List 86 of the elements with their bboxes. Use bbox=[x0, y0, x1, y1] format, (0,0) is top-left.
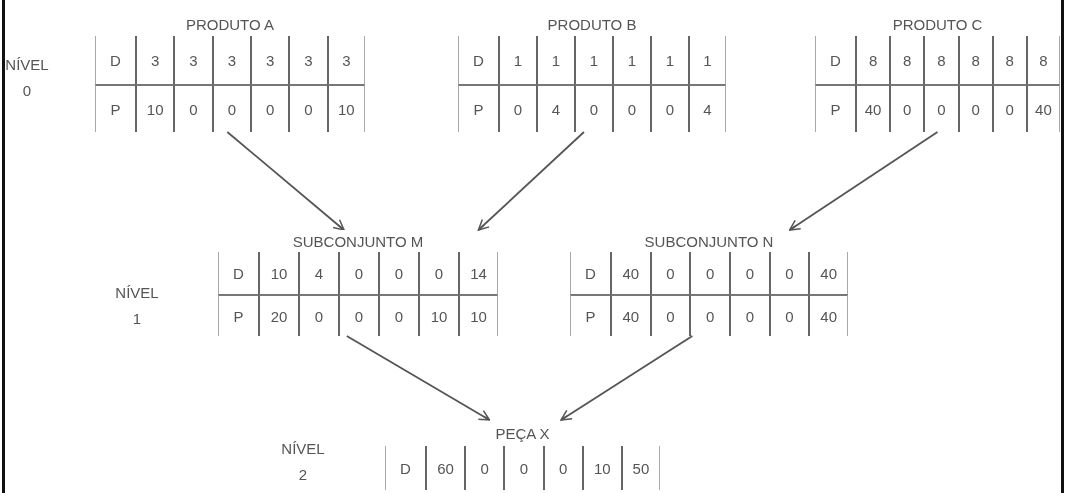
table-cell: 1 bbox=[650, 36, 688, 84]
table-cell: P bbox=[458, 84, 498, 132]
table-cell: 40 bbox=[610, 252, 650, 294]
table-cell: 40 bbox=[808, 252, 848, 294]
table-cell: 8 bbox=[957, 36, 992, 84]
table-cell: 40 bbox=[808, 294, 848, 336]
table-cell: 50 bbox=[620, 446, 660, 490]
table-cell: 10 bbox=[581, 446, 621, 490]
table-cell: 0 bbox=[288, 84, 327, 132]
table-cell: 8 bbox=[855, 36, 890, 84]
table-cell: 40 bbox=[1025, 84, 1060, 132]
table-cell: 1 bbox=[498, 36, 536, 84]
table-cell: 0 bbox=[768, 294, 809, 336]
table-cell: 1 bbox=[536, 36, 574, 84]
arrow bbox=[345, 335, 491, 421]
table-cell: 40 bbox=[855, 84, 890, 132]
table-cell: 60 bbox=[425, 446, 465, 490]
table-cell: 1 bbox=[612, 36, 650, 84]
table-cell: 3 bbox=[326, 36, 365, 84]
level-label: NÍVEL 2 bbox=[280, 439, 326, 485]
level-label: NÍVEL 0 bbox=[4, 55, 50, 101]
table-cell: 0 bbox=[250, 84, 289, 132]
table-cell: 3 bbox=[173, 36, 212, 84]
level-label: NÍVEL 1 bbox=[114, 283, 160, 329]
table-cell: 0 bbox=[464, 446, 504, 490]
table-cell: 0 bbox=[378, 252, 418, 294]
table-cell: 0 bbox=[574, 84, 612, 132]
table-cell: 4 bbox=[688, 84, 726, 132]
table-cell: 0 bbox=[338, 294, 378, 336]
table-cell: 0 bbox=[298, 294, 338, 336]
table-cell: 0 bbox=[503, 446, 543, 490]
table-cell: 0 bbox=[991, 84, 1026, 132]
table-cell: P bbox=[218, 294, 258, 336]
arrow bbox=[788, 131, 939, 231]
table-cell: 0 bbox=[338, 252, 378, 294]
table-cell: 0 bbox=[689, 294, 729, 336]
table-cell: 20 bbox=[258, 294, 298, 336]
table-cell: 8 bbox=[1025, 36, 1060, 84]
table-cell: 14 bbox=[458, 252, 498, 294]
table-cell: 0 bbox=[612, 84, 650, 132]
table-cell: 10 bbox=[258, 252, 298, 294]
table-cell: 0 bbox=[649, 252, 690, 294]
arrow bbox=[226, 131, 345, 231]
table-cell: 40 bbox=[610, 294, 650, 336]
table-cell: 3 bbox=[250, 36, 289, 84]
table-cell: 0 bbox=[889, 84, 924, 132]
table-cell: 0 bbox=[173, 84, 212, 132]
arrow bbox=[477, 131, 585, 231]
table-cell: D bbox=[95, 36, 135, 84]
table-cell: 0 bbox=[729, 294, 769, 336]
record-table bbox=[218, 230, 498, 336]
table-cell: 8 bbox=[923, 36, 958, 84]
table-cell: 8 bbox=[889, 36, 924, 84]
table-cell: P bbox=[815, 84, 855, 132]
table-cell: D bbox=[458, 36, 498, 84]
table-cell: 0 bbox=[211, 84, 250, 132]
table-cell: 1 bbox=[688, 36, 726, 84]
table-cell: 0 bbox=[649, 294, 690, 336]
table-cell: 0 bbox=[957, 84, 992, 132]
table-cell: P bbox=[570, 294, 610, 336]
table-cell: 3 bbox=[288, 36, 327, 84]
table-cell: 1 bbox=[574, 36, 612, 84]
table-cell: 3 bbox=[211, 36, 250, 84]
table-cell: D bbox=[385, 446, 425, 490]
table-cell: P bbox=[95, 84, 135, 132]
table-cell: 3 bbox=[135, 36, 174, 84]
table-cell: D bbox=[815, 36, 855, 84]
table-cell: 0 bbox=[542, 446, 582, 490]
table-cell: 10 bbox=[135, 84, 174, 132]
table-cell: D bbox=[218, 252, 258, 294]
table-cell: 10 bbox=[458, 294, 498, 336]
table-cell: 0 bbox=[498, 84, 536, 132]
table-cell: 10 bbox=[418, 294, 458, 336]
table-cell: 0 bbox=[418, 252, 458, 294]
table-cell: 10 bbox=[326, 84, 365, 132]
table-cell: 0 bbox=[378, 294, 418, 336]
arrow bbox=[560, 335, 694, 421]
table-cell: 0 bbox=[923, 84, 958, 132]
table-cell: 0 bbox=[729, 252, 769, 294]
table-cell: 0 bbox=[768, 252, 809, 294]
table-cell: 4 bbox=[298, 252, 338, 294]
table-cell: D bbox=[570, 252, 610, 294]
table-cell: 0 bbox=[689, 252, 729, 294]
table-cell: 8 bbox=[991, 36, 1026, 84]
table-cell: 4 bbox=[536, 84, 574, 132]
table-cell: 0 bbox=[650, 84, 688, 132]
